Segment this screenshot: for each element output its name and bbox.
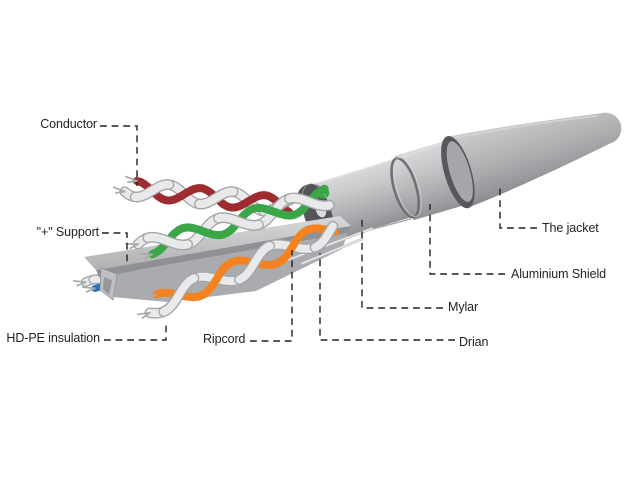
red-pair-white-over xyxy=(195,187,238,209)
aluminium-shield-leader-line xyxy=(429,204,505,275)
blue-pair-white-bare-strand xyxy=(72,279,87,283)
twisted-pairs-layer xyxy=(112,175,340,319)
label-ripcord: Ripcord xyxy=(203,332,246,346)
leader-lines xyxy=(100,125,537,342)
label-the-jacket: The jacket xyxy=(542,221,599,235)
support-leader-line xyxy=(102,232,128,266)
green-pair-white-over xyxy=(214,213,263,230)
orange-pair-color-bare-strand xyxy=(143,293,158,297)
label-mylar: Mylar xyxy=(448,300,479,314)
red-pair-white-bare-strand xyxy=(114,190,126,194)
orange-pair-white-over xyxy=(235,242,274,284)
green-pair-color-bare-strand xyxy=(143,253,154,260)
drain-thread xyxy=(301,238,363,265)
label-conductor: Conductor xyxy=(40,117,97,131)
conductor-leader-line xyxy=(100,125,138,186)
blue-pair-white-bare-strand xyxy=(76,281,87,287)
drian-leader-line xyxy=(319,253,455,341)
shield-ring xyxy=(390,157,421,219)
orange-pair-color-bare-strand xyxy=(148,293,158,301)
red-pair-color-bare-strand xyxy=(127,180,138,183)
jacket-leader-line xyxy=(499,187,537,229)
blue-pair-color-bare-strand xyxy=(85,287,96,293)
orange-pair-white-over xyxy=(311,222,337,252)
orange-pair-white-bare-strand xyxy=(141,311,151,319)
shield-ring-highlight xyxy=(393,157,422,217)
tube-top-highlight xyxy=(312,138,459,186)
red-pair-white-over xyxy=(131,180,173,201)
label-aluminium-shield: Aluminium Shield xyxy=(511,267,606,281)
jacket-body xyxy=(446,112,622,208)
green-pair xyxy=(125,184,335,260)
support-end-cap-shadow xyxy=(103,277,112,295)
orange-pair-color-wire xyxy=(152,224,340,302)
red-pair-white-bare-strand xyxy=(112,186,126,193)
hdpe-leader-line xyxy=(104,322,167,341)
green-pair-white-over xyxy=(143,233,192,249)
mylar-leader-line xyxy=(361,218,443,309)
jacket-top-highlight xyxy=(448,114,598,140)
orange-pair xyxy=(137,221,340,319)
ripcord-leader-line xyxy=(250,250,293,342)
blue-pair-color-bare-strand xyxy=(81,286,96,290)
label-drian: Drian xyxy=(459,335,489,349)
label-hdpe-insulation: HD-PE insulation xyxy=(6,331,100,345)
support-edge-shadow xyxy=(96,226,351,277)
label-plus-support: "+" Support xyxy=(36,225,99,239)
green-pair-white-bare-strand xyxy=(129,243,139,250)
orange-pair-white-over xyxy=(159,274,199,316)
jacket-ring-inner xyxy=(446,141,473,202)
orange-pair-white-bare-strand xyxy=(137,311,151,316)
red-pair-color-bare-strand xyxy=(124,175,138,182)
green-pair-white-over xyxy=(285,194,334,210)
